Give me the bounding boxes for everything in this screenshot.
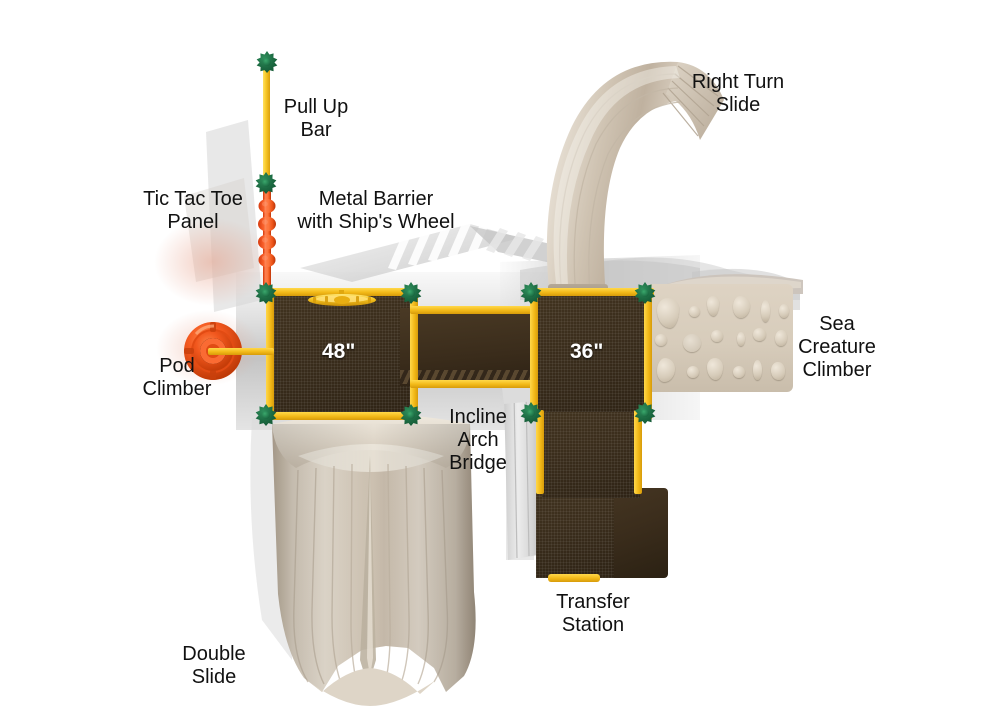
- sea-creature-shape: [657, 358, 675, 382]
- label-pull-up-bar: Pull Up Bar: [283, 96, 349, 141]
- sea-creature-shape: [687, 366, 699, 378]
- sea-creature-shape: [775, 330, 787, 346]
- sea-creature-shape: [737, 332, 745, 346]
- connector-clamp-ttt-top: [255, 172, 277, 194]
- sea-creature-shape: [753, 328, 766, 341]
- label-sea-creature-climber: Sea Creature Climber: [798, 313, 876, 381]
- connector-clamp-deck36-br: [634, 402, 656, 424]
- deck-48-dimension: 48": [322, 340, 356, 363]
- label-double-slide: Double Slide: [182, 643, 246, 688]
- sea-creature-shape: [683, 334, 701, 352]
- sea-creature-shape: [753, 360, 762, 380]
- connector-clamp-deck48-bl: [255, 404, 277, 426]
- label-transfer-station: Transfer Station: [556, 591, 630, 636]
- sea-creature-climber-panel: [649, 284, 793, 392]
- connector-clamp-deck36-bl: [520, 402, 542, 424]
- sea-creature-shape: [733, 366, 745, 378]
- label-tic-tac-toe-panel: Tic Tac Toe Panel: [143, 188, 243, 233]
- rail-column-left: [536, 410, 544, 494]
- connector-clamp-deck36-tr: [634, 282, 656, 304]
- tic-tac-toe-panel: [258, 182, 276, 294]
- deck-36-support-column: [542, 412, 640, 498]
- label-metal-barrier-ships-wheel: Metal Barrier with Ship's Wheel: [297, 188, 455, 233]
- double-slide: [272, 414, 476, 706]
- sea-creature-shape: [711, 330, 723, 342]
- rail-column-right: [634, 410, 642, 494]
- sea-creature-shape: [655, 334, 667, 346]
- sea-creature-shape: [779, 304, 789, 318]
- rail-extension-top: [410, 306, 538, 314]
- sea-creature-shape: [707, 296, 719, 316]
- rail-deck36-right: [644, 288, 652, 420]
- connector-clamp-pullup-top: [256, 51, 278, 73]
- sea-creature-shape: [771, 362, 785, 380]
- ships-wheel: [308, 290, 376, 306]
- connector-clamp-deck36-tl: [520, 282, 542, 304]
- transfer-station-upper-step: [536, 488, 614, 578]
- connector-clamp-deck48-tr: [400, 282, 422, 304]
- rail-pod-climber-connector: [208, 348, 274, 355]
- pull-up-bar-post: [263, 62, 270, 184]
- rail-deck48-bottom: [266, 412, 418, 420]
- sea-creature-shape: [761, 300, 770, 322]
- rail-extension-bottom: [410, 380, 538, 388]
- sea-creature-shape: [733, 296, 750, 318]
- sea-creature-shape: [657, 298, 679, 328]
- sea-creature-shape: [707, 358, 723, 380]
- rail-deck36-left: [530, 288, 538, 420]
- sea-creature-shape: [689, 306, 700, 317]
- connector-clamp-deck48-tl: [255, 282, 277, 304]
- deck-36-dimension: 36": [570, 340, 604, 363]
- connector-clamp-deck48-br: [400, 404, 422, 426]
- transfer-station-base-trim: [548, 574, 600, 582]
